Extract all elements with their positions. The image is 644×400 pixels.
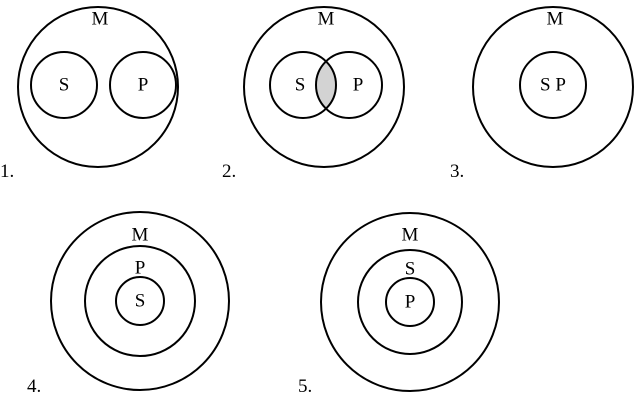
figure-3-label-sp: S P [540, 75, 566, 96]
figure-4-label-m: M [132, 225, 149, 246]
figure-2: M S P 2. [222, 6, 405, 182]
figure-2-circle-m [243, 6, 405, 168]
figure-1: M S P 1. [0, 6, 179, 182]
figure-1-circle-p [109, 51, 177, 119]
figure-3-circle-m [472, 6, 634, 168]
figure-1-label-s: S [59, 75, 70, 96]
figure-5-circle-s [357, 249, 463, 355]
figure-1-circle-m [17, 6, 179, 168]
figure-5: M S P 5. [298, 212, 500, 397]
figure-4-circle-s [115, 276, 165, 326]
figure-1-label-p: P [138, 75, 149, 96]
figure-5-label-m: M [402, 225, 419, 246]
figure-4-number: 4. [27, 376, 41, 397]
figure-1-label-m: M [92, 9, 109, 30]
figure-2-number: 2. [222, 161, 236, 182]
figure-5-circle-m [320, 212, 500, 392]
figure-5-label-p: P [405, 292, 416, 313]
figure-2-label-s: S [295, 75, 306, 96]
figure-2-circle-p [315, 51, 383, 119]
figure-1-circle-s [30, 51, 98, 119]
figure-1-number: 1. [0, 161, 14, 182]
figure-5-label-s: S [405, 259, 416, 280]
figure-2-label-p: P [353, 75, 364, 96]
figure-3-number: 3. [450, 161, 464, 182]
figure-4: M P S 4. [27, 211, 230, 397]
figure-4-circle-m [50, 211, 230, 391]
figure-3-label-m: M [547, 9, 564, 30]
figure-3-circle-sp [519, 51, 587, 119]
figure-2-label-m: M [318, 9, 335, 30]
figure-5-circle-p [385, 277, 435, 327]
figure-3: M S P 3. [450, 6, 634, 182]
figure-4-label-s: S [135, 291, 146, 312]
figure-5-number: 5. [298, 376, 312, 397]
figure-4-circle-p [84, 245, 196, 357]
figure-4-label-p: P [135, 258, 146, 279]
figure-2-circle-s [269, 51, 337, 119]
